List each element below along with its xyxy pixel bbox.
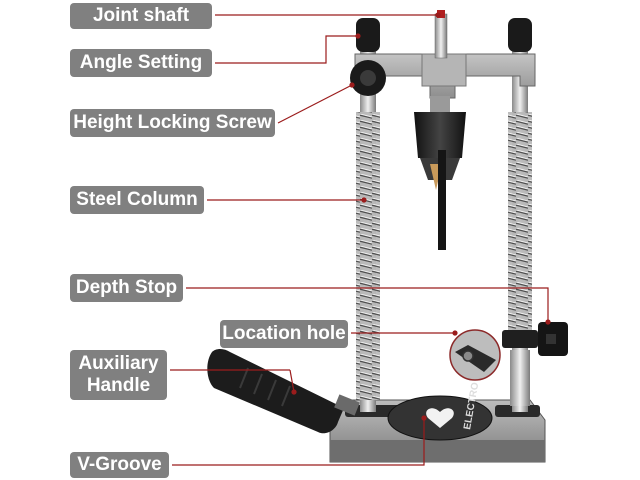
label-joint-shaft: Joint shaft xyxy=(70,3,212,29)
leader-dot-v-groove xyxy=(421,415,427,421)
height-locking-screw-knob xyxy=(350,60,386,96)
leader-auxiliary-handle-drop xyxy=(289,369,295,393)
location-hole-inset xyxy=(449,329,501,381)
auxiliary-handle xyxy=(207,349,360,434)
right-column-cap xyxy=(508,18,532,52)
label-location-hole-text: Location hole xyxy=(222,323,346,344)
left-column-cap xyxy=(356,18,380,52)
leader-dot-depth-stop xyxy=(545,319,551,325)
leader-dot-angle-setting xyxy=(355,33,361,39)
drill-chuck xyxy=(414,96,466,250)
leader-depth-stop xyxy=(186,287,549,322)
leader-dot-joint-shaft xyxy=(435,12,441,18)
leader-angle-setting xyxy=(215,35,358,64)
depth-stop xyxy=(502,322,568,356)
leader-lines xyxy=(170,12,551,466)
leader-dot-steel-column xyxy=(361,197,367,203)
label-location-hole: Location hole xyxy=(220,320,348,348)
label-v-groove: V-Groove xyxy=(70,452,169,478)
label-height-locking-screw-text: Height Locking Screw xyxy=(73,112,272,133)
left-steel-column xyxy=(356,40,380,412)
label-auxiliary-handle: Auxiliary Handle xyxy=(70,350,167,400)
leader-dot-auxiliary-handle xyxy=(291,389,297,395)
label-steel-column-text: Steel Column xyxy=(76,189,198,210)
label-angle-setting-text: Angle Setting xyxy=(79,52,203,73)
label-auxiliary-handle-line1: Auxiliary xyxy=(78,353,159,374)
label-height-locking-screw: Height Locking Screw xyxy=(70,109,275,137)
label-angle-setting: Angle Setting xyxy=(70,49,212,77)
leader-height-locking-screw xyxy=(277,84,353,124)
label-joint-shaft-text: Joint shaft xyxy=(92,5,190,26)
leader-v-groove xyxy=(172,418,425,466)
leader-dot-location-hole xyxy=(452,330,458,336)
label-auxiliary-handle-line2: Handle xyxy=(86,375,151,396)
right-steel-column xyxy=(508,40,532,412)
label-depth-stop: Depth Stop xyxy=(70,274,183,302)
label-v-groove-text: V-Groove xyxy=(77,454,162,475)
label-depth-stop-text: Depth Stop xyxy=(75,277,178,298)
label-steel-column: Steel Column xyxy=(70,186,204,214)
leader-dot-height-locking-screw xyxy=(349,82,355,88)
joint-shaft xyxy=(434,10,448,59)
